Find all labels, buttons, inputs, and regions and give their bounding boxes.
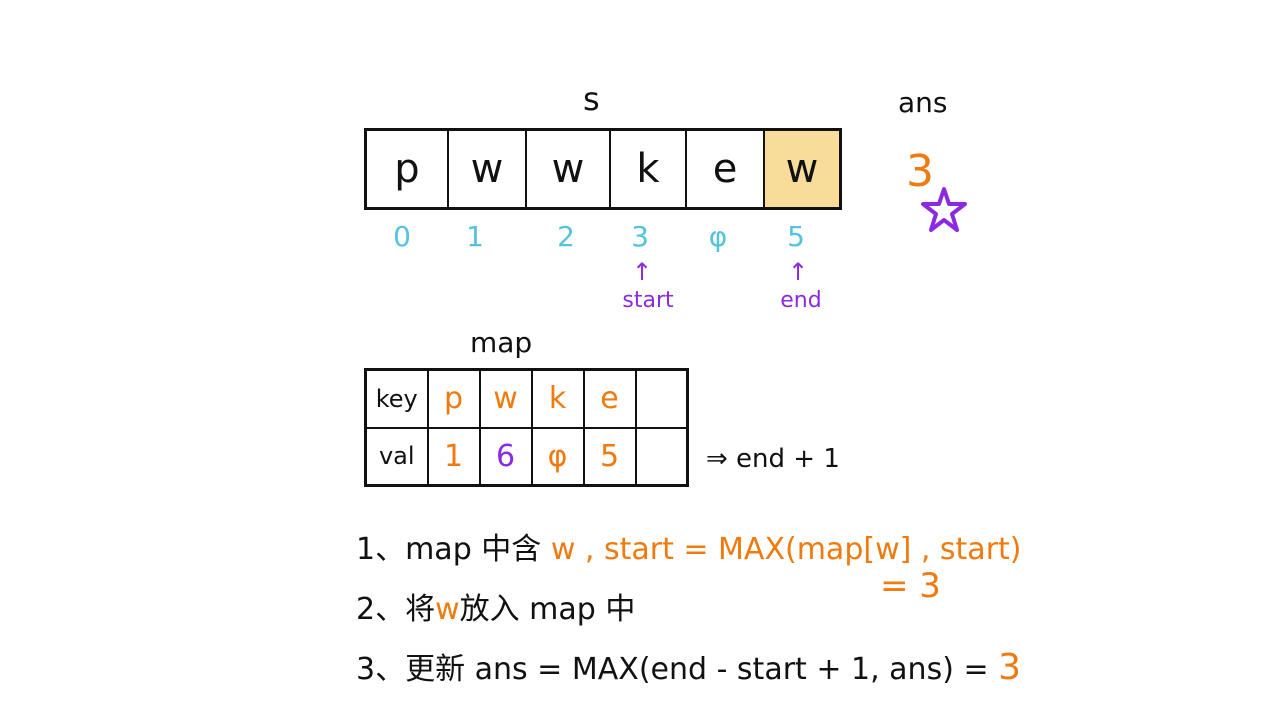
map-val-header: val <box>364 426 429 487</box>
step-1-w: w <box>550 532 576 567</box>
index-label: 1 <box>466 220 484 253</box>
end-pointer-label: end <box>780 288 822 313</box>
star-icon <box>921 187 967 232</box>
end-plus-one-note: ⇒ end + 1 <box>706 444 840 474</box>
index-label: 0 <box>393 220 411 253</box>
ans-value: 3 <box>906 146 934 197</box>
map-val-cell: 5 <box>582 426 637 487</box>
index-label: 3 <box>631 220 649 253</box>
array-cell: w <box>527 131 611 207</box>
map-table: key p w k e val 1 6 φ 5 <box>364 368 689 487</box>
map-key-cell: k <box>530 368 585 429</box>
step-3-prefix: 3、更新 ans = MAX(end - start + 1, ans) = <box>356 652 999 687</box>
array-cell: w <box>449 131 527 207</box>
step-2-rest: 放入 map 中 <box>459 592 636 627</box>
map-val-cell: 6 <box>478 426 533 487</box>
map-key-cell <box>634 368 689 429</box>
map-key-header: key <box>364 368 429 429</box>
step-2-w: w <box>435 592 460 627</box>
map-val-cell: 1 <box>426 426 481 487</box>
map-key-cell: e <box>582 368 637 429</box>
map-key-row: key p w k e <box>364 368 689 429</box>
map-label: map <box>470 326 533 359</box>
map-key-cell: w <box>478 368 533 429</box>
ans-label: ans <box>898 86 948 119</box>
map-val-row: val 1 6 φ 5 <box>364 426 689 487</box>
string-array: p w w k e w <box>364 128 842 210</box>
array-cell: p <box>367 131 449 207</box>
index-label: 5 <box>787 220 805 253</box>
step-3: 3、更新 ans = MAX(end - start + 1, ans) = 3 <box>356 644 1021 688</box>
array-cell: e <box>687 131 765 207</box>
step-3-value: 3 <box>998 647 1022 688</box>
step-1: 1、map 中含 w , start = MAX(map[w] , start) <box>356 524 1022 568</box>
step-1-result: = 3 <box>880 566 941 606</box>
index-label: 2 <box>557 220 575 253</box>
string-label: s <box>583 80 600 118</box>
map-val-cell: φ <box>530 426 585 487</box>
array-cell-highlighted: w <box>765 131 839 207</box>
map-key-cell: p <box>426 368 481 429</box>
array-cell: k <box>611 131 687 207</box>
step-1-prefix: 1、map 中含 <box>356 532 551 567</box>
step-1-rest: , start = MAX(map[w] , start) <box>575 532 1022 567</box>
index-label: φ <box>708 220 728 253</box>
start-arrow: ↑ <box>632 258 653 286</box>
step-2: 2、将w放入 map 中 <box>356 584 635 628</box>
start-pointer-label: start <box>622 288 674 313</box>
end-arrow: ↑ <box>788 258 809 286</box>
step-2-prefix: 2、将 <box>356 592 436 627</box>
map-val-cell <box>634 426 689 487</box>
